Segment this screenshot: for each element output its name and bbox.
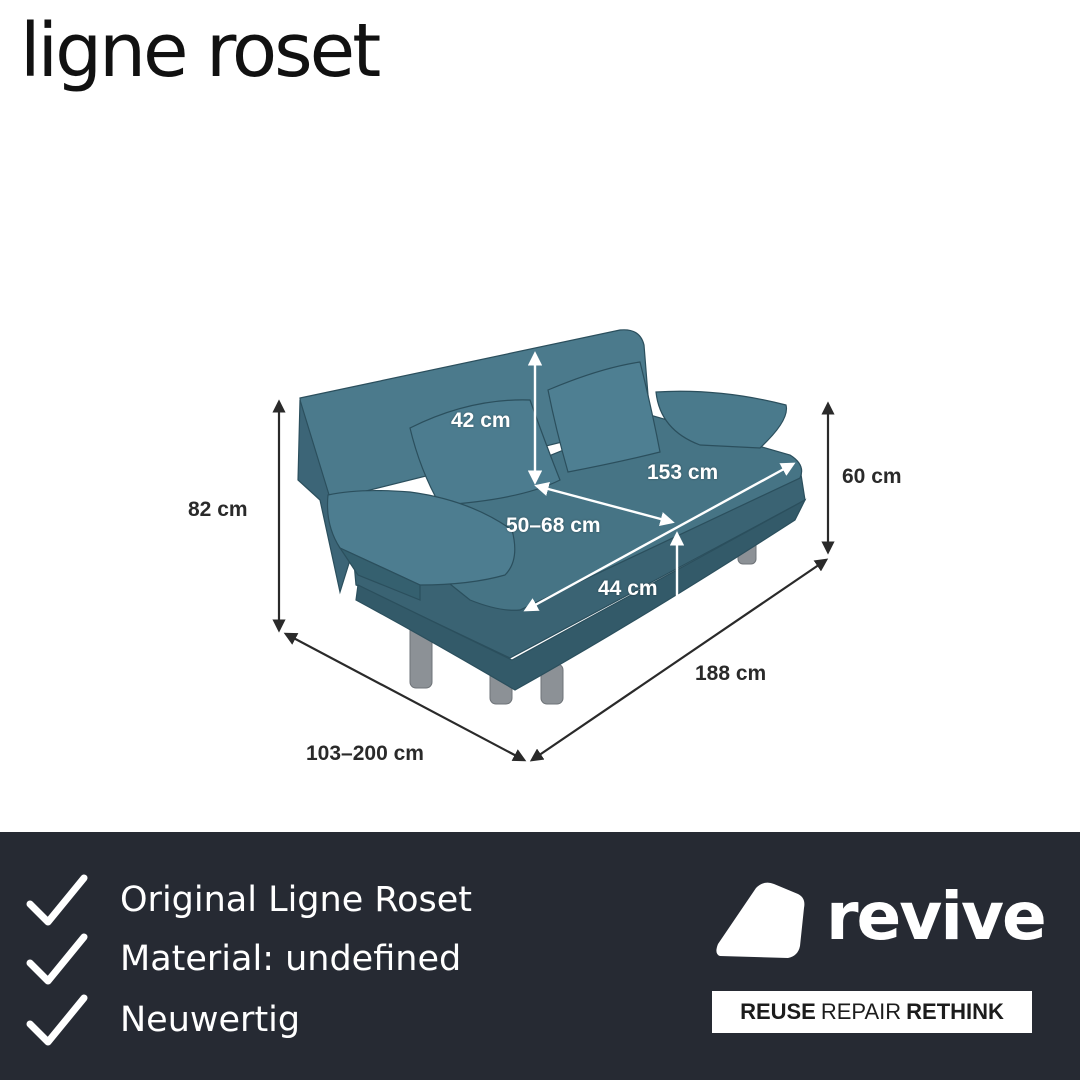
feature-text: Material: undefined	[120, 939, 462, 979]
feature-item: Original Ligne Roset	[26, 872, 472, 928]
dimension-total-width: 188 cm	[695, 662, 767, 685]
checkmark-icon	[26, 994, 88, 1046]
revive-tagline: REUSE REPAIR RETHINK	[712, 991, 1032, 1033]
dimension-total-depth: 103–200 cm	[306, 742, 424, 765]
sofa-illustration	[272, 329, 835, 762]
dimension-backrest-height: 42 cm	[451, 409, 511, 432]
checkmark-icon	[26, 933, 88, 985]
dimension-armrest-height: 60 cm	[842, 465, 902, 488]
dimension-lines-light	[523, 351, 796, 651]
dimension-seat-depth: 50–68 cm	[506, 514, 601, 537]
tagline-repair: REPAIR	[820, 999, 902, 1024]
tagline-reuse: REUSE	[740, 999, 816, 1024]
checkmark-icon	[26, 874, 88, 926]
dimension-seat-width: 153 cm	[647, 461, 719, 484]
dimension-total-height: 82 cm	[188, 498, 248, 521]
sofa-body	[297, 329, 807, 691]
feature-item: Neuwertig	[26, 992, 300, 1048]
brand-logo: ligne roset	[20, 8, 381, 94]
revive-logo-icon	[716, 882, 805, 958]
feature-text: Original Ligne Roset	[120, 880, 473, 920]
footer-panel	[0, 832, 1080, 1080]
revive-wordmark: revive	[826, 878, 1047, 955]
feature-item: Material: undefined	[26, 931, 461, 987]
feature-text: Neuwertig	[120, 1000, 301, 1040]
tagline-rethink: RETHINK	[906, 999, 1004, 1024]
dimension-seat-height: 44 cm	[598, 577, 658, 600]
